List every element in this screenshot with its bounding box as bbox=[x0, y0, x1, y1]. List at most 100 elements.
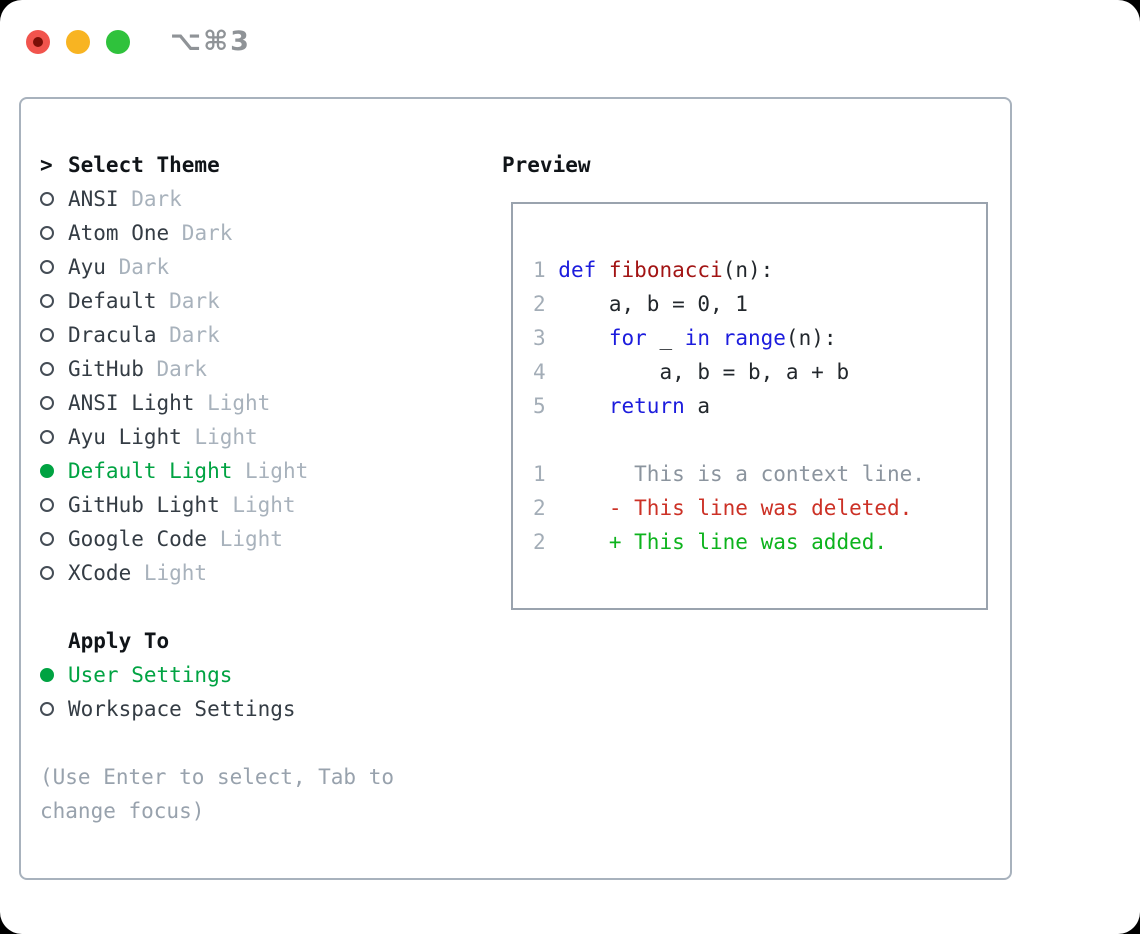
radio-circle bbox=[40, 430, 54, 444]
apply-to-option-user-settings[interactable]: User Settings bbox=[40, 658, 490, 692]
zoom-button[interactable] bbox=[106, 29, 130, 54]
code-segment-pl: a, b = b, a + b bbox=[558, 360, 850, 384]
titlebar: ⌥⌘3 bbox=[26, 26, 251, 57]
radio-circle bbox=[40, 192, 54, 206]
theme-item-github-light-light[interactable]: GitHub Light Light bbox=[40, 488, 490, 522]
code-segment-pl: a bbox=[684, 394, 711, 418]
theme-name: GitHub Light bbox=[68, 493, 220, 517]
radio-selected-icon bbox=[40, 668, 68, 682]
radio-selected-icon bbox=[40, 464, 68, 478]
apply-to-label: Workspace Settings bbox=[68, 697, 296, 721]
code-segment-pl bbox=[596, 258, 609, 282]
preview-line: 5 return a bbox=[533, 389, 972, 423]
theme-variant: Dark bbox=[118, 187, 182, 211]
radio-circle bbox=[40, 498, 54, 512]
theme-variant: Dark bbox=[156, 289, 220, 313]
theme-name: Google Code bbox=[68, 527, 208, 551]
theme-variant: Light bbox=[232, 459, 309, 483]
code-segment-fn: fibonacci bbox=[608, 258, 723, 282]
radio-icon bbox=[40, 532, 68, 546]
theme-item-default-dark[interactable]: Default Dark bbox=[40, 284, 490, 318]
theme-item-default-light-light[interactable]: Default Light Light bbox=[40, 454, 490, 488]
radio-icon bbox=[40, 396, 68, 410]
prompt-icon: > bbox=[40, 153, 53, 177]
theme-item-ansi-dark[interactable]: ANSI Dark bbox=[40, 182, 490, 216]
theme-name: Atom One bbox=[68, 221, 170, 245]
theme-item-google-code-light[interactable]: Google Code Light bbox=[40, 522, 490, 556]
radio-icon bbox=[40, 362, 68, 376]
code-segment-add: + This line was added. bbox=[545, 530, 888, 554]
code-segment-pl bbox=[558, 326, 609, 350]
theme-item-ayu-light-light[interactable]: Ayu Light Light bbox=[40, 420, 490, 454]
theme-item-github-dark[interactable]: GitHub Dark bbox=[40, 352, 490, 386]
theme-name: GitHub bbox=[68, 357, 144, 381]
theme-variant: Light bbox=[219, 493, 296, 517]
close-dot-icon bbox=[33, 36, 43, 47]
radio-circle bbox=[40, 362, 54, 376]
code-segment-ctx: This is a context line. bbox=[545, 462, 925, 486]
preview-line: 1 This is a context line. bbox=[533, 457, 972, 491]
keyboard-hint: (Use Enter to select, Tab to change focu… bbox=[40, 765, 395, 823]
code-segment-kw: def bbox=[558, 258, 597, 282]
radio-circle bbox=[40, 294, 54, 308]
radio-circle bbox=[40, 532, 54, 546]
radio-icon bbox=[40, 566, 68, 580]
code-segment-ln: 2 bbox=[533, 496, 546, 520]
apply-to-option-workspace-settings[interactable]: Workspace Settings bbox=[40, 692, 490, 726]
preview-header: Preview bbox=[502, 153, 591, 177]
theme-item-dracula-dark[interactable]: Dracula Dark bbox=[40, 318, 490, 352]
apply-to-label: User Settings bbox=[68, 663, 233, 687]
theme-name: Default bbox=[68, 289, 157, 313]
apply-to-header: Apply To bbox=[68, 629, 170, 653]
select-theme-header-row: > Select Theme bbox=[40, 148, 490, 182]
theme-name: XCode bbox=[68, 561, 132, 585]
close-button[interactable] bbox=[26, 29, 50, 54]
radio-circle bbox=[40, 668, 54, 682]
preview-line: 2 a, b = 0, 1 bbox=[533, 287, 972, 321]
radio-icon bbox=[40, 430, 68, 444]
code-segment-del: - This line was deleted. bbox=[545, 496, 913, 520]
radio-icon bbox=[40, 328, 68, 342]
theme-item-atom-one-dark[interactable]: Atom One Dark bbox=[40, 216, 490, 250]
radio-icon bbox=[40, 192, 68, 206]
code-segment-kw: return bbox=[608, 394, 685, 418]
radio-icon bbox=[40, 702, 68, 716]
theme-variant: Dark bbox=[156, 323, 220, 347]
theme-item-xcode-light[interactable]: XCode Light bbox=[40, 556, 490, 590]
theme-variant: Light bbox=[131, 561, 208, 585]
theme-variant: Dark bbox=[169, 221, 233, 245]
radio-circle bbox=[40, 464, 54, 478]
theme-name: Ayu bbox=[68, 255, 106, 279]
radio-circle bbox=[40, 702, 54, 716]
code-segment-ln: 2 bbox=[533, 530, 546, 554]
prompt-marker: > bbox=[40, 153, 68, 177]
preview-line: 4 a, b = b, a + b bbox=[533, 355, 972, 389]
code-segment-pl bbox=[710, 326, 723, 350]
theme-name: Default Light bbox=[68, 459, 233, 483]
preview-line: 1 def fibonacci(n): bbox=[533, 253, 972, 287]
code-segment-pl bbox=[558, 394, 609, 418]
preview-line: 3 for _ in range(n): bbox=[533, 321, 972, 355]
theme-item-ayu-dark[interactable]: Ayu Dark bbox=[40, 250, 490, 284]
preview-line bbox=[533, 423, 972, 457]
radio-icon bbox=[40, 226, 68, 240]
radio-icon bbox=[40, 498, 68, 512]
code-segment-ln: 1 bbox=[533, 258, 559, 282]
radio-circle bbox=[40, 566, 54, 580]
theme-item-ansi-light-light[interactable]: ANSI Light Light bbox=[40, 386, 490, 420]
code-segment-ln: 1 bbox=[533, 462, 546, 486]
theme-variant: Dark bbox=[143, 357, 208, 381]
minimize-button[interactable] bbox=[66, 29, 90, 54]
code-segment-ln: 2 bbox=[533, 292, 559, 316]
code-segment-pl: _ bbox=[646, 326, 685, 350]
code-segment-ln: 3 bbox=[533, 326, 559, 350]
code-segment-pl: (n): bbox=[722, 258, 774, 282]
radio-circle bbox=[40, 396, 54, 410]
theme-name: Dracula bbox=[68, 323, 157, 347]
theme-variant: Light bbox=[207, 527, 283, 551]
